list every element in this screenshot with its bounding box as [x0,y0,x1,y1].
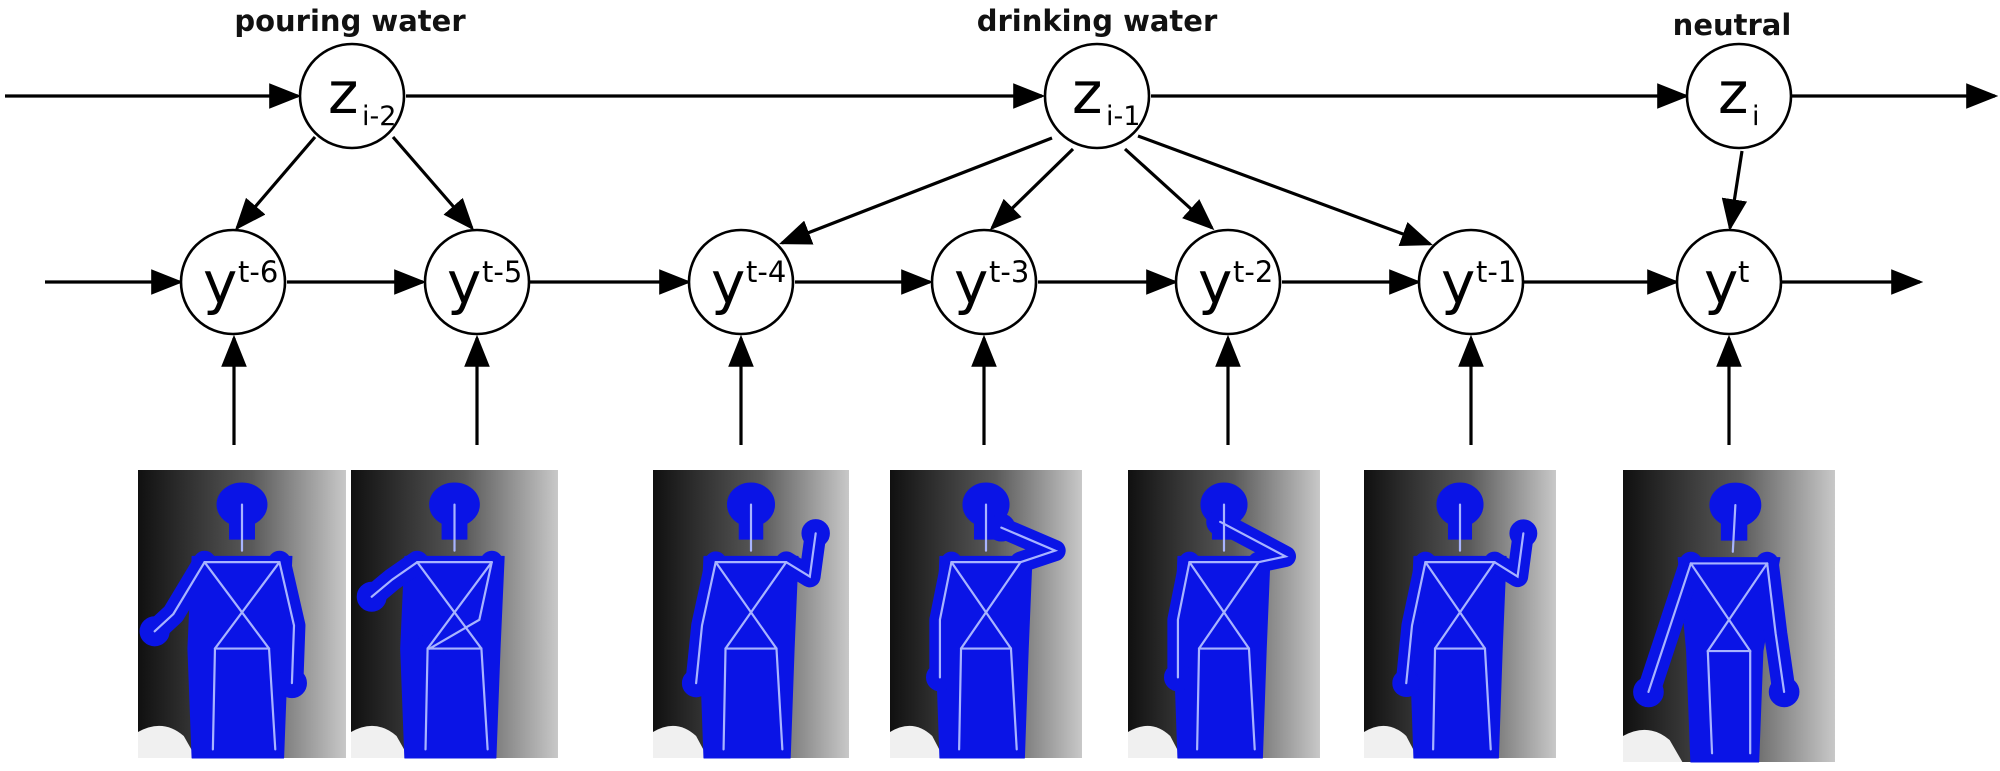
node-y-t3-sup: t-3 [989,255,1029,289]
node-y-t4-sup: t-4 [746,255,786,289]
node-z-i1-main: z [1072,59,1102,127]
depth-frame [890,470,1082,759]
node-y-t5-sup: t-5 [482,255,522,289]
node-z-i1-sub: i-1 [1106,101,1140,132]
node-y-t1: y t-1 [1417,228,1525,336]
node-y-t2-sup: t-2 [1233,255,1273,289]
node-y-t2-main: y [1198,249,1232,317]
node-z-i1: z i-1 [1043,42,1151,150]
edge-z-i1-to-y-t2 [1123,147,1215,231]
edge-z-i2-to-y-t6 [234,135,317,231]
node-y-t: y t [1675,228,1783,336]
node-z-i-main: z [1718,59,1748,127]
depth-frame [653,470,849,759]
node-y-t6-sup: t-6 [238,255,278,289]
node-y-t4: y t-4 [687,228,795,336]
node-z-i: z i [1685,42,1793,150]
node-y-t-sup: t [1738,255,1749,289]
node-y-t4-main: y [711,249,745,317]
edge-z-i1-to-y-t1 [1137,134,1434,247]
node-z-i-sub: i [1752,101,1760,132]
action-label-pouring: pouring water [234,4,466,38]
edge-z-i2-to-y-t5 [391,135,475,231]
action-label-drinking: drinking water [977,4,1218,38]
depth-frames [138,470,1835,763]
node-z-i2: z i-2 [298,42,406,150]
node-z-i2-sub: i-2 [362,101,396,132]
depth-frame [1128,470,1320,759]
node-y-t1-sup: t-1 [1476,255,1516,289]
node-y-t3-main: y [954,249,988,317]
node-y-t-main: y [1704,249,1738,317]
action-label-neutral: neutral [1673,8,1792,42]
node-y-t6: y t-6 [179,228,287,336]
depth-frame [138,470,346,759]
node-z-i2-main: z [328,59,358,127]
node-y-t6-main: y [203,249,237,317]
node-y-t2: y t-2 [1174,228,1282,336]
depth-frame [351,470,558,759]
depth-frame [1364,470,1556,759]
node-y-t1-main: y [1441,249,1475,317]
edge-z-i-to-y-t [1721,150,1748,232]
edge-z-i1-to-y-t3 [989,147,1075,231]
edge-z-i1-to-y-t4 [779,136,1053,245]
depth-frame [1623,470,1835,763]
node-y-t3: y t-3 [930,228,1038,336]
node-y-t5-main: y [447,249,481,317]
node-y-t5: y t-5 [423,228,531,336]
